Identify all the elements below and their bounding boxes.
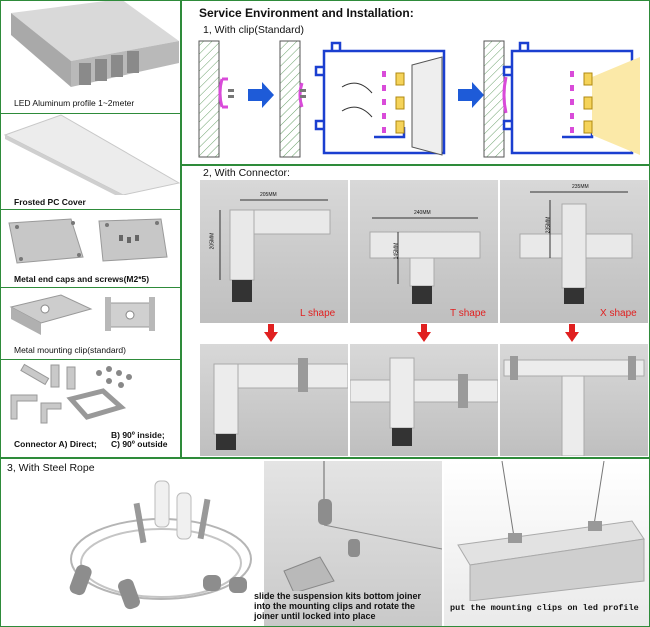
instruction-line-2: into the mounting clips and rotate the [254,601,415,611]
pc-cover-caption: Frosted PC Cover [14,197,86,207]
steel-rope-title: 3, With Steel Rope [7,462,95,474]
pc-cover-image: Frosted PC Cover [1,113,180,210]
instruction-line-1: slide the suspension kits bottom joiner [254,591,422,601]
x-shape-installed-photo [500,344,648,457]
red-arrow-x [565,324,579,342]
with-clip-label: 1, With clip(Standard) [203,24,304,36]
mounting-clip-image: Metal mounting clip(standard) [1,287,180,360]
t-shape-label: T shape [450,308,486,319]
suspension-joiner-photo: slide the suspension kits bottom joiner … [254,461,443,626]
instruction-text: slide the suspension kits bottom joiner … [254,591,421,621]
x-shape-label: X shape [600,308,637,319]
connector-panel: 2, With Connector: 205MM 205MM L shape 2… [181,165,650,458]
t-dim-a: 240MM [414,210,431,216]
clip-installation-diagram [198,40,640,158]
aluminum-profile-caption: LED Aluminum profile 1~2meter [14,98,135,108]
aluminum-profile-image: LED Aluminum profile 1~2meter [1,1,180,114]
connector-parts-image: B) 90º inside; Connector A) Direct; C) 9… [1,359,180,457]
l-shape-photo: 205MM 205MM L shape [200,180,348,323]
end-caps-caption: Metal end caps and screws(M2*5) [14,274,150,284]
connector-caption-c: C) 90º outside [111,439,168,449]
x-dim-b: 235MM [545,216,552,234]
t-dim-b: 145MM [393,242,400,260]
mounting-clip-caption: Metal mounting clip(standard) [14,345,126,355]
t-shape-installed-photo [349,344,499,456]
l-dim-a: 205MM [260,192,277,198]
t-shape-photo: 240MM 145MM T shape [350,180,498,323]
l-dim-b: 205MM [209,232,216,250]
service-panel: Service Environment and Installation: 1,… [181,0,650,165]
mount-caption: put the mounting clips on led profile [450,603,639,613]
l-shape-label: L shape [300,308,336,319]
instruction-line-3: joiner until locked into place [254,611,376,621]
rope-kit-image [69,480,252,610]
connector-caption-a: Connector A) Direct; [14,439,97,449]
steel-rope-panel: 3, With Steel Rope slide the suspension … [0,458,650,627]
with-connector-label: 2, With Connector: [203,167,290,179]
red-arrow-t [417,324,431,342]
left-panel: LED Aluminum profile 1~2meter Frosted PC… [0,0,181,458]
x-shape-photo: 235MM 235MM X shape [500,180,648,323]
connector-caption-b: B) 90º inside; [111,430,165,440]
end-caps-image: Metal end caps and screws(M2*5) [1,209,180,288]
hanging-profile-photo: put the mounting clips on led profile [444,460,649,626]
x-dim-a: 235MM [572,184,589,190]
service-title: Service Environment and Installation: [199,6,414,20]
l-shape-installed-photo [200,344,349,456]
red-arrow-l [264,324,278,342]
